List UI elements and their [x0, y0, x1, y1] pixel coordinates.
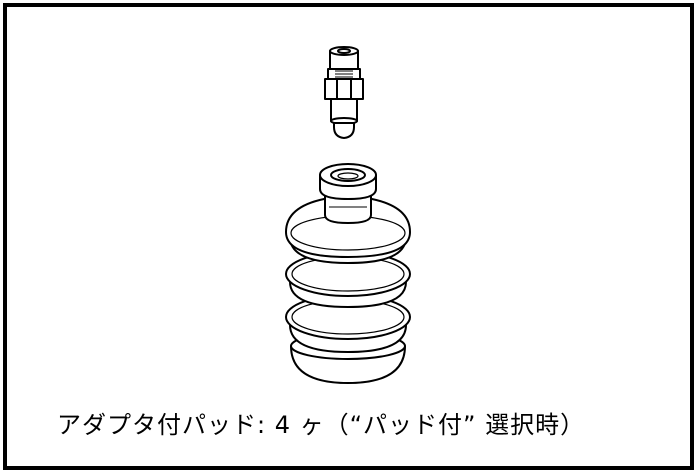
vacuum-pad-with-adapter-illustration — [285, 46, 411, 384]
figure-caption: アダプタ付パッド: 4 ヶ（“パッド付” 選択時） — [57, 411, 586, 439]
figure-frame: アダプタ付パッド: 4 ヶ（“パッド付” 選択時） — [3, 3, 694, 470]
adapter-fitting — [324, 46, 364, 139]
bellows-pad — [285, 163, 411, 384]
